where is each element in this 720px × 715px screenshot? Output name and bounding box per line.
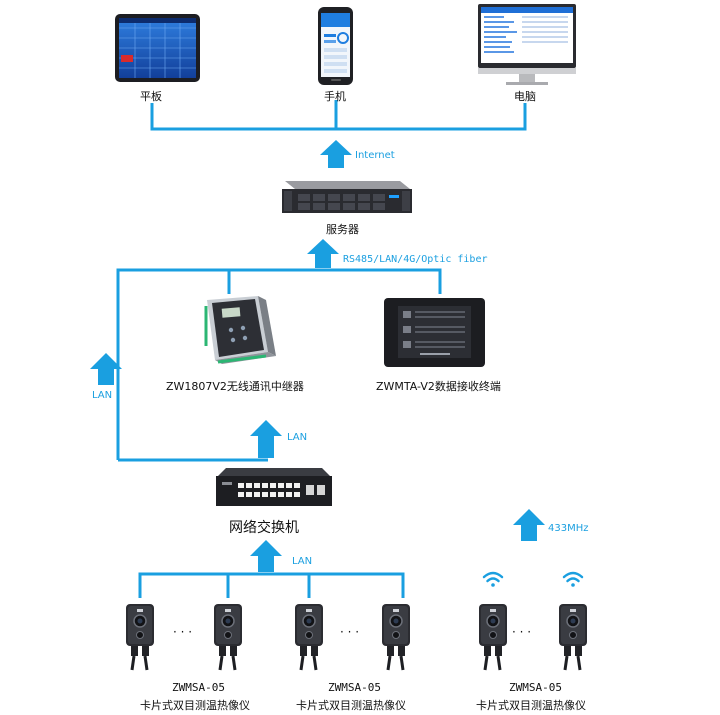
arrow-internet-icon — [320, 140, 352, 168]
server-label: 服务器 — [326, 223, 359, 236]
backbone-link-label: RS485/LAN/4G/Optic fiber — [343, 254, 488, 265]
arrows — [90, 140, 545, 572]
server-device — [282, 181, 412, 213]
switch-label: 网络交换机 — [229, 520, 299, 536]
dots-label: · · · — [173, 625, 193, 639]
dots-label: · · · — [512, 625, 532, 639]
thermal-camera-device — [382, 604, 410, 671]
tablet-label: 平板 — [140, 90, 162, 103]
arrow-radio-icon — [513, 509, 545, 541]
thermal-camera-device — [214, 604, 242, 671]
camera-group-1-model: ZWMSA-05 — [172, 681, 225, 694]
client-bus-line — [150, 100, 527, 131]
thermal-camera-device — [479, 604, 507, 671]
thermal-camera-device — [126, 604, 154, 671]
arrow-backbone-icon — [307, 239, 339, 268]
internet-link-label: Internet — [355, 150, 395, 161]
repeater-label: ZW1807V2无线通讯中继器 — [166, 380, 304, 393]
tablet-device — [115, 14, 200, 82]
camera-group-1-name: 卡片式双目测温热像仪 — [140, 699, 250, 712]
camera-group-2-model: ZWMSA-05 — [328, 681, 381, 694]
camera-group-3-model: ZWMSA-05 — [509, 681, 562, 694]
wifi-icons — [482, 571, 584, 587]
phone-device — [318, 7, 353, 85]
terminal-label: ZWMTA-V2数据接收终端 — [376, 380, 501, 393]
network-switch-device — [216, 468, 332, 506]
phone-label: 手机 — [324, 90, 346, 103]
terminal-device — [384, 298, 485, 367]
switch-lan-label: LAN — [287, 432, 308, 443]
computer-label: 电脑 — [514, 90, 536, 103]
wifi-icon — [482, 571, 504, 587]
computer-device — [478, 4, 576, 85]
camera-group-3-name: 卡片式双目测温热像仪 — [476, 699, 586, 712]
thermal-camera-device — [559, 604, 587, 671]
arrow-switch-lan-icon — [250, 420, 282, 458]
thermal-camera-device — [295, 604, 323, 671]
wifi-icon — [562, 571, 584, 587]
arrow-camera-lan-icon — [250, 540, 282, 572]
camera-group — [126, 604, 587, 671]
radio-link-label: 433MHz — [548, 523, 589, 534]
repeater-device — [204, 296, 276, 364]
camera-group-2-name: 卡片式双目测温热像仪 — [296, 699, 406, 712]
dots-label: · · · — [340, 625, 360, 639]
arrow-left-lan-icon — [90, 353, 122, 385]
left-lan-label: LAN — [92, 390, 113, 401]
camera-lan-label: LAN — [292, 556, 313, 567]
camera-bus-line — [138, 572, 405, 598]
